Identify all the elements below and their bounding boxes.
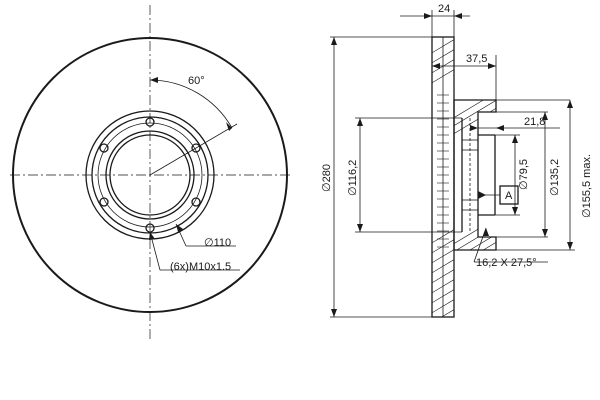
offset-label: 37,5 bbox=[466, 53, 487, 65]
flange-hatching bbox=[432, 39, 454, 317]
arrow-head bbox=[542, 229, 548, 237]
bore-label: ∅79,5 bbox=[518, 159, 530, 190]
bolt-hole bbox=[99, 197, 109, 207]
hub-section-outline bbox=[453, 99, 497, 251]
thickness-label: 24 bbox=[438, 3, 450, 15]
bolt-hole bbox=[99, 143, 109, 153]
angle-arc bbox=[149, 79, 233, 129]
hub-depth-label: 21,8 bbox=[524, 116, 545, 128]
arrow-head bbox=[483, 228, 489, 236]
center-bore-outer bbox=[105, 130, 195, 220]
arrow-head bbox=[357, 224, 363, 232]
bolt-hole bbox=[191, 197, 201, 207]
center-bore-inner bbox=[109, 134, 191, 216]
arrow-head bbox=[567, 100, 573, 108]
arrow-head bbox=[488, 63, 496, 69]
outer-diameter-label: ∅280 bbox=[321, 164, 333, 192]
datum-label: A bbox=[505, 190, 513, 202]
arrow-head bbox=[176, 224, 183, 232]
outer-disc-circle bbox=[12, 37, 288, 313]
arrow-head bbox=[470, 125, 478, 131]
chamfer-label: 16,2 X 27,5° bbox=[476, 257, 537, 269]
arrow-head bbox=[424, 13, 432, 19]
vent-fins bbox=[437, 94, 449, 248]
inner-diameter-label: ∅116,2 bbox=[347, 160, 359, 196]
hub-hatching bbox=[454, 100, 496, 250]
arrow-head bbox=[454, 13, 462, 19]
bolt-holes bbox=[99, 117, 201, 233]
angle-ray bbox=[149, 123, 238, 176]
section-view: 24 37,5 21,8 ∅280 ∅116,2 ∅79,5 ∅135,2 bbox=[321, 3, 593, 318]
bolt-hole bbox=[191, 143, 201, 153]
datum-triangle bbox=[478, 191, 486, 199]
bolt-circle-label: ∅110 bbox=[204, 237, 231, 249]
arrow-head bbox=[496, 125, 504, 131]
arrow-head bbox=[150, 77, 158, 83]
arrow-head bbox=[542, 112, 548, 120]
angle-label: 60° bbox=[188, 75, 205, 87]
bolt-circle-inner bbox=[97, 122, 203, 228]
arrow-head bbox=[226, 122, 232, 131]
datum-box bbox=[499, 185, 519, 205]
arrow-head bbox=[357, 118, 363, 126]
arrow-head bbox=[512, 207, 518, 215]
front-view: 60° ∅110 (6x)M10x1.5 bbox=[10, 5, 290, 340]
bolt-hole bbox=[145, 117, 155, 127]
arrow-head bbox=[567, 242, 573, 250]
holes-label: (6x)M10x1.5 bbox=[170, 261, 231, 273]
arrow-head bbox=[331, 309, 337, 317]
arrow-head bbox=[149, 232, 155, 240]
max-diameter-label: ∅155,5 max. bbox=[581, 154, 593, 218]
arrow-head bbox=[432, 63, 440, 69]
arrow-head bbox=[512, 135, 518, 143]
arrow-head bbox=[331, 37, 337, 45]
hub-diameter-label: ∅135,2 bbox=[549, 159, 561, 196]
